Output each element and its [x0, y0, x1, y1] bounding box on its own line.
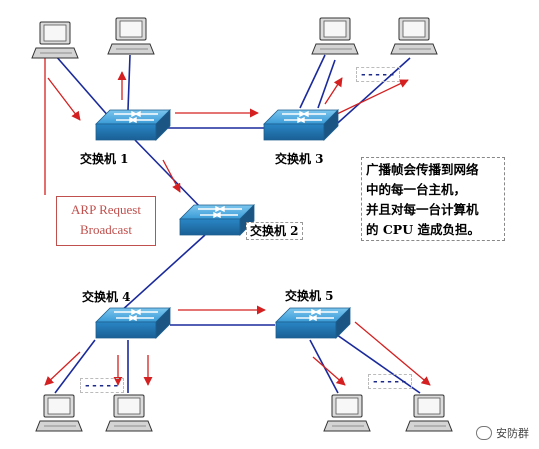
switch-2-label: 交换机 2	[246, 222, 303, 240]
host-group-dots-bottom-left: -----	[80, 378, 124, 393]
pc-top-left-2	[107, 17, 155, 55]
note-line-1: 广播帧会传播到网络	[366, 162, 479, 177]
host-group-dots-bottom-right: -----	[368, 374, 412, 389]
switch-3-label: 交换机 3	[275, 152, 324, 166]
switch-4-icon	[95, 307, 171, 339]
pc-bottom-left-2	[105, 394, 153, 432]
switch-4-label: 交换机 4	[82, 290, 131, 304]
pc-bottom-right-1	[323, 394, 371, 432]
switch-1-label: 交换机 1	[80, 152, 129, 166]
chat-bubble-icon	[476, 426, 492, 440]
switch-5-label: 交换机 5	[285, 289, 334, 303]
watermark-text: 安防群	[496, 427, 529, 440]
broadcast-note: 广播帧会传播到网络 中的每一台主机， 并且对每一台计算机 的 CPU 造成负担。	[361, 157, 505, 241]
note-line-3: 并且对每一台计算机	[366, 202, 479, 217]
watermark: 安防群	[476, 425, 529, 441]
arp-request-title: ARP Request	[71, 202, 141, 217]
arp-request-subtitle: Broadcast	[80, 222, 132, 237]
note-line-4: 的 CPU 造成负担。	[366, 222, 480, 237]
pc-top-right-1	[311, 17, 359, 55]
broadcast-arrows	[44, 58, 431, 386]
host-group-dots-top: -----	[356, 67, 400, 82]
pc-bottom-left-1	[35, 394, 83, 432]
pc-top-right-2	[390, 17, 438, 55]
switch-1-icon	[95, 109, 171, 141]
pc-bottom-right-2	[405, 394, 453, 432]
note-line-2: 中的每一台主机，	[366, 182, 467, 197]
switch-3-icon	[263, 109, 339, 141]
switch-5-icon	[275, 307, 351, 339]
switch-2-icon	[179, 204, 255, 236]
network-links	[54, 54, 421, 394]
arp-request-box: ARP Request Broadcast	[56, 196, 156, 246]
pc-top-left-1	[31, 21, 79, 59]
